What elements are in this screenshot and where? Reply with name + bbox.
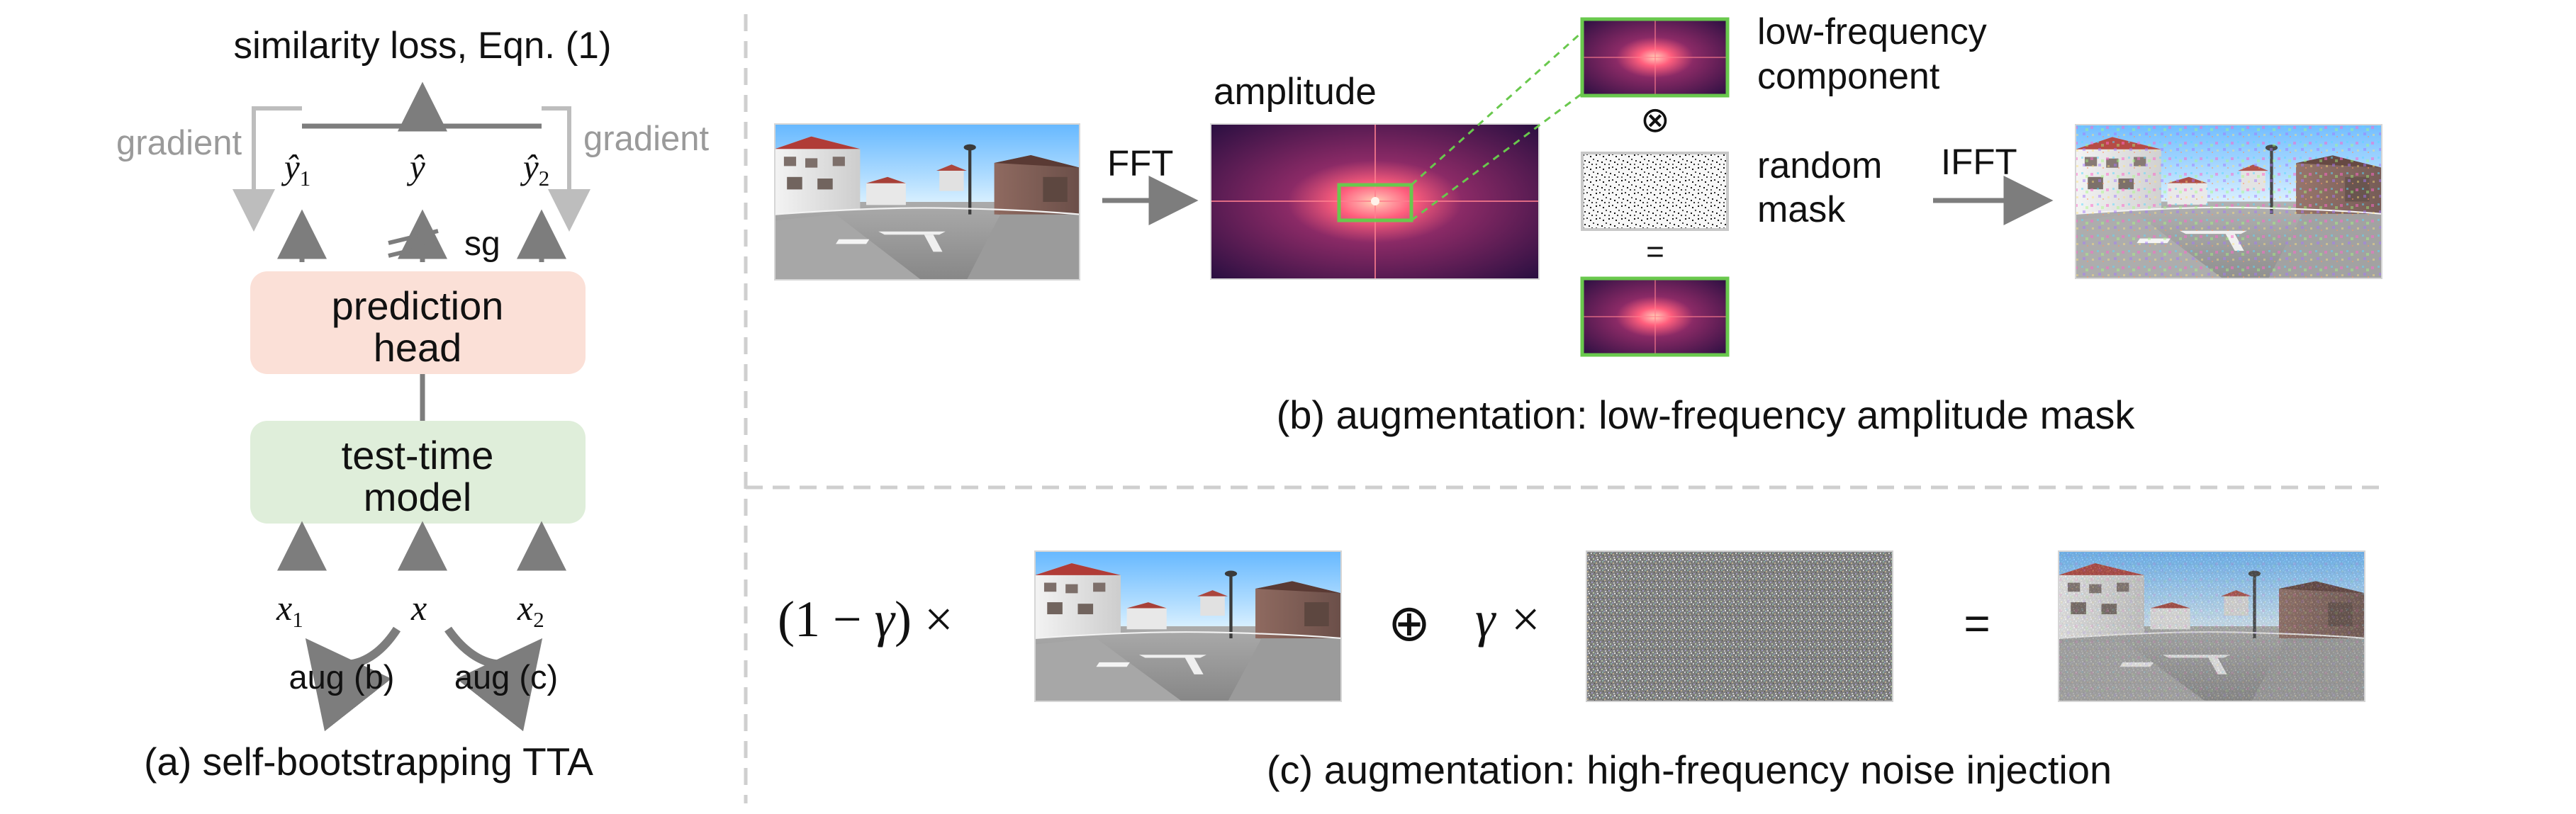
road-scene-image-c <box>1034 550 1342 702</box>
gradient-right-label: gradient <box>583 120 709 158</box>
prediction-head-box <box>250 271 586 374</box>
equals-symbol-c: = <box>1964 598 1990 649</box>
random-mask-image <box>1581 152 1729 231</box>
zoom-line-bottom <box>1411 88 1589 222</box>
amplitude-label: amplitude <box>1214 71 1377 113</box>
stop-grad-mark-1 <box>388 229 439 245</box>
panel-a-caption: (a) self-bootstrapping TTA <box>144 740 593 784</box>
aug-b-arrow <box>305 626 401 732</box>
stop-grad-mark-2 <box>388 242 439 258</box>
panel-b: FFT amplitude <box>774 11 2382 437</box>
road-scene-image <box>774 123 1080 281</box>
masked-amplitude-image <box>1580 276 1730 357</box>
panel-a: similarity loss, Eqn. (1) gradient gradi… <box>116 25 709 784</box>
add-symbol: ⊕ <box>1388 595 1430 652</box>
gradient-left-arrow <box>233 106 302 232</box>
equals-symbol-b: = <box>1646 234 1664 269</box>
aug-c-arrow <box>444 626 543 732</box>
high-frequency-noise-image <box>1586 550 1893 702</box>
test-time-model-line2: model <box>364 475 472 519</box>
loss-title: similarity loss, Eqn. (1) <box>233 25 611 67</box>
random-mask-label-line1: random <box>1757 145 1882 186</box>
test-time-model-line1: test-time <box>342 433 494 477</box>
prediction-head-line1: prediction <box>332 283 504 328</box>
fft-label: FFT <box>1107 143 1173 183</box>
panel-b-caption: (b) augmentation: low-frequency amplitud… <box>1277 392 2136 437</box>
fft-amplitude-image <box>1210 123 1540 280</box>
noise-augmented-image <box>2058 550 2365 702</box>
yhat-center-symbol: ŷ <box>406 147 425 186</box>
yhat2-symbol: ŷ2 <box>520 147 549 191</box>
one-minus-gamma-label: (1 − γ) × <box>778 591 953 648</box>
aug-c-label: aug (c) <box>454 658 558 696</box>
low-frequency-component-image <box>1580 17 1730 98</box>
multiply-symbol: ⊗ <box>1640 100 1670 140</box>
stop-grad-label: sg <box>464 225 500 263</box>
ifft-label: IFFT <box>1941 142 2017 182</box>
low-frequency-label-line2: component <box>1757 56 1940 97</box>
low-frequency-highlight <box>1337 183 1413 222</box>
gradient-left-label: gradient <box>116 124 242 162</box>
zoom-line-top <box>1410 26 1589 186</box>
panel-c: (1 − γ) × ⊕ γ × = <box>778 550 2365 792</box>
x1-symbol: x1 <box>276 588 303 632</box>
panel-c-caption: (c) augmentation: high-frequency noise i… <box>1267 747 2112 792</box>
prediction-head-line2: head <box>374 325 462 370</box>
gradient-right-arrow <box>542 106 590 232</box>
x2-symbol: x2 <box>517 588 544 632</box>
test-time-model-box <box>250 421 586 524</box>
gamma-times-label: γ × <box>1475 591 1542 648</box>
random-mask-label-line2: mask <box>1757 189 1846 230</box>
augmented-image <box>2075 124 2382 279</box>
x-center-symbol: x <box>410 588 427 628</box>
low-frequency-label-line1: low-frequency <box>1757 11 1987 52</box>
yhat1-symbol: ŷ1 <box>281 147 310 191</box>
aug-b-label: aug (b) <box>289 658 395 696</box>
